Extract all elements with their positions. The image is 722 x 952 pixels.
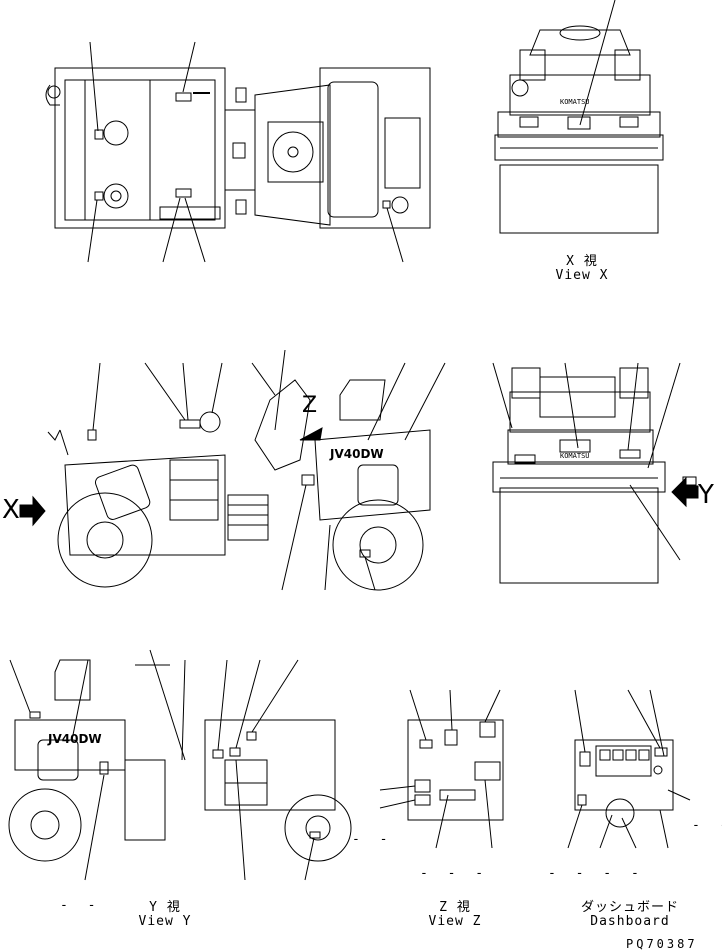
view-x-caption-en: View X [555, 268, 609, 283]
view-z-arrow-label: Z [302, 393, 318, 418]
dashboard-caption-jp: ダッシュボード [580, 900, 679, 915]
view-y-side-drawing [8, 649, 352, 881]
decal-marker [419, 739, 433, 749]
decal-marker [94, 191, 104, 201]
brand-plate-x: KOMATSU [560, 98, 590, 106]
decal-marker [212, 749, 224, 759]
dashboard-right-placeholder: - - [692, 818, 722, 833]
decal-marker [29, 711, 41, 719]
decal-marker [99, 761, 109, 775]
decal-marker [94, 129, 104, 140]
view-z-caption-en: View Z [428, 914, 482, 929]
z-left-placeholder: - - [352, 832, 394, 847]
view-x-arrow [19, 495, 46, 527]
top-view [45, 41, 431, 263]
brand-plate-y: KOMATSU [560, 452, 590, 460]
view-z-drawing [379, 689, 504, 849]
dashboard-caption-en: Dashboard [590, 914, 670, 929]
dashboard-drawing [567, 689, 691, 849]
decal-marker [175, 92, 192, 102]
view-y-caption-jp: Y 視 [149, 900, 181, 915]
view-y-caption-en: View Y [138, 914, 192, 929]
view-x-arrow-label: X [2, 495, 20, 525]
decal-marker [229, 747, 241, 757]
dashboard-bottom-placeholder: - - - - [548, 866, 645, 881]
model-badge: JV40DW [330, 447, 384, 461]
side-view [19, 349, 446, 591]
z-bottom-placeholder: - - - [420, 866, 490, 881]
decal-marker [577, 794, 587, 806]
view-y-arrow-label: Y [698, 480, 714, 510]
view-y-arrow [671, 476, 699, 508]
decal-marker [579, 751, 591, 767]
view-x-drawing [494, 0, 664, 234]
model-badge-view-y: JV40DW [48, 732, 102, 746]
decal-marker [654, 747, 668, 757]
decal-marker [309, 831, 321, 839]
left-group-placeholder: - - [60, 898, 102, 913]
view-z-caption-jp: Z 視 [439, 900, 471, 915]
decal-marker [382, 200, 391, 209]
decal-marker [246, 731, 257, 741]
decal-marker [175, 188, 192, 198]
view-y-drawing [492, 362, 699, 584]
decal-marker [444, 729, 458, 746]
decal-marker [301, 474, 315, 486]
drawing-code: PQ70387 [626, 937, 698, 951]
view-x-caption-jp: X 視 [566, 254, 598, 269]
decal-marker [87, 429, 97, 441]
decal-marker [179, 419, 201, 429]
